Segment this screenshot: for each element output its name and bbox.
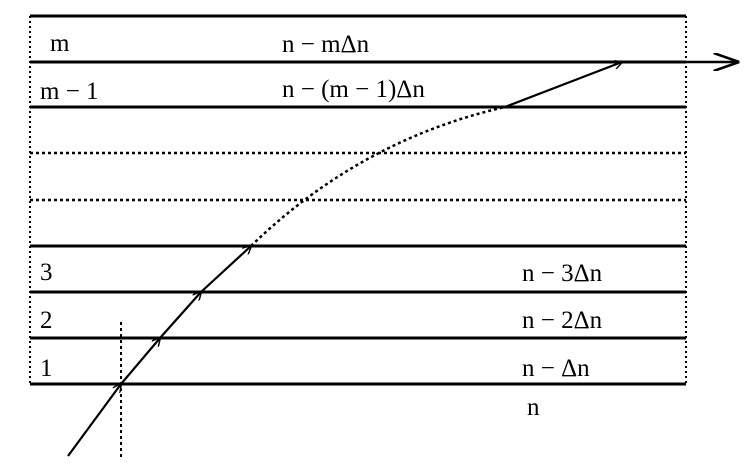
layer-number-1: 1 — [40, 355, 53, 382]
incident-ray — [67, 384, 121, 457]
layer-index-3: n − 3Δn — [522, 260, 603, 287]
layer-number-m: m — [50, 30, 70, 57]
substrate-index: n — [527, 394, 540, 421]
ray-segment-layer-2 — [159, 292, 201, 339]
layer-number-m-minus-1: m − 1 — [40, 78, 99, 105]
layer-index-2: n − 2Δn — [522, 307, 603, 334]
layer-number-3: 3 — [40, 259, 53, 286]
layer-index-m-minus-1: n − (m − 1)Δn — [282, 76, 425, 103]
layer-index-m: n − mΔn — [282, 31, 370, 58]
ray-segment-layer-1 — [120, 338, 160, 385]
ray-segment-layer-3 — [200, 246, 251, 293]
layer-index-1: n − Δn — [522, 355, 590, 382]
layer-number-2: 2 — [40, 307, 53, 334]
ray-curve-dotted — [250, 105, 506, 247]
ray-segment-layer-m1 — [504, 62, 622, 109]
